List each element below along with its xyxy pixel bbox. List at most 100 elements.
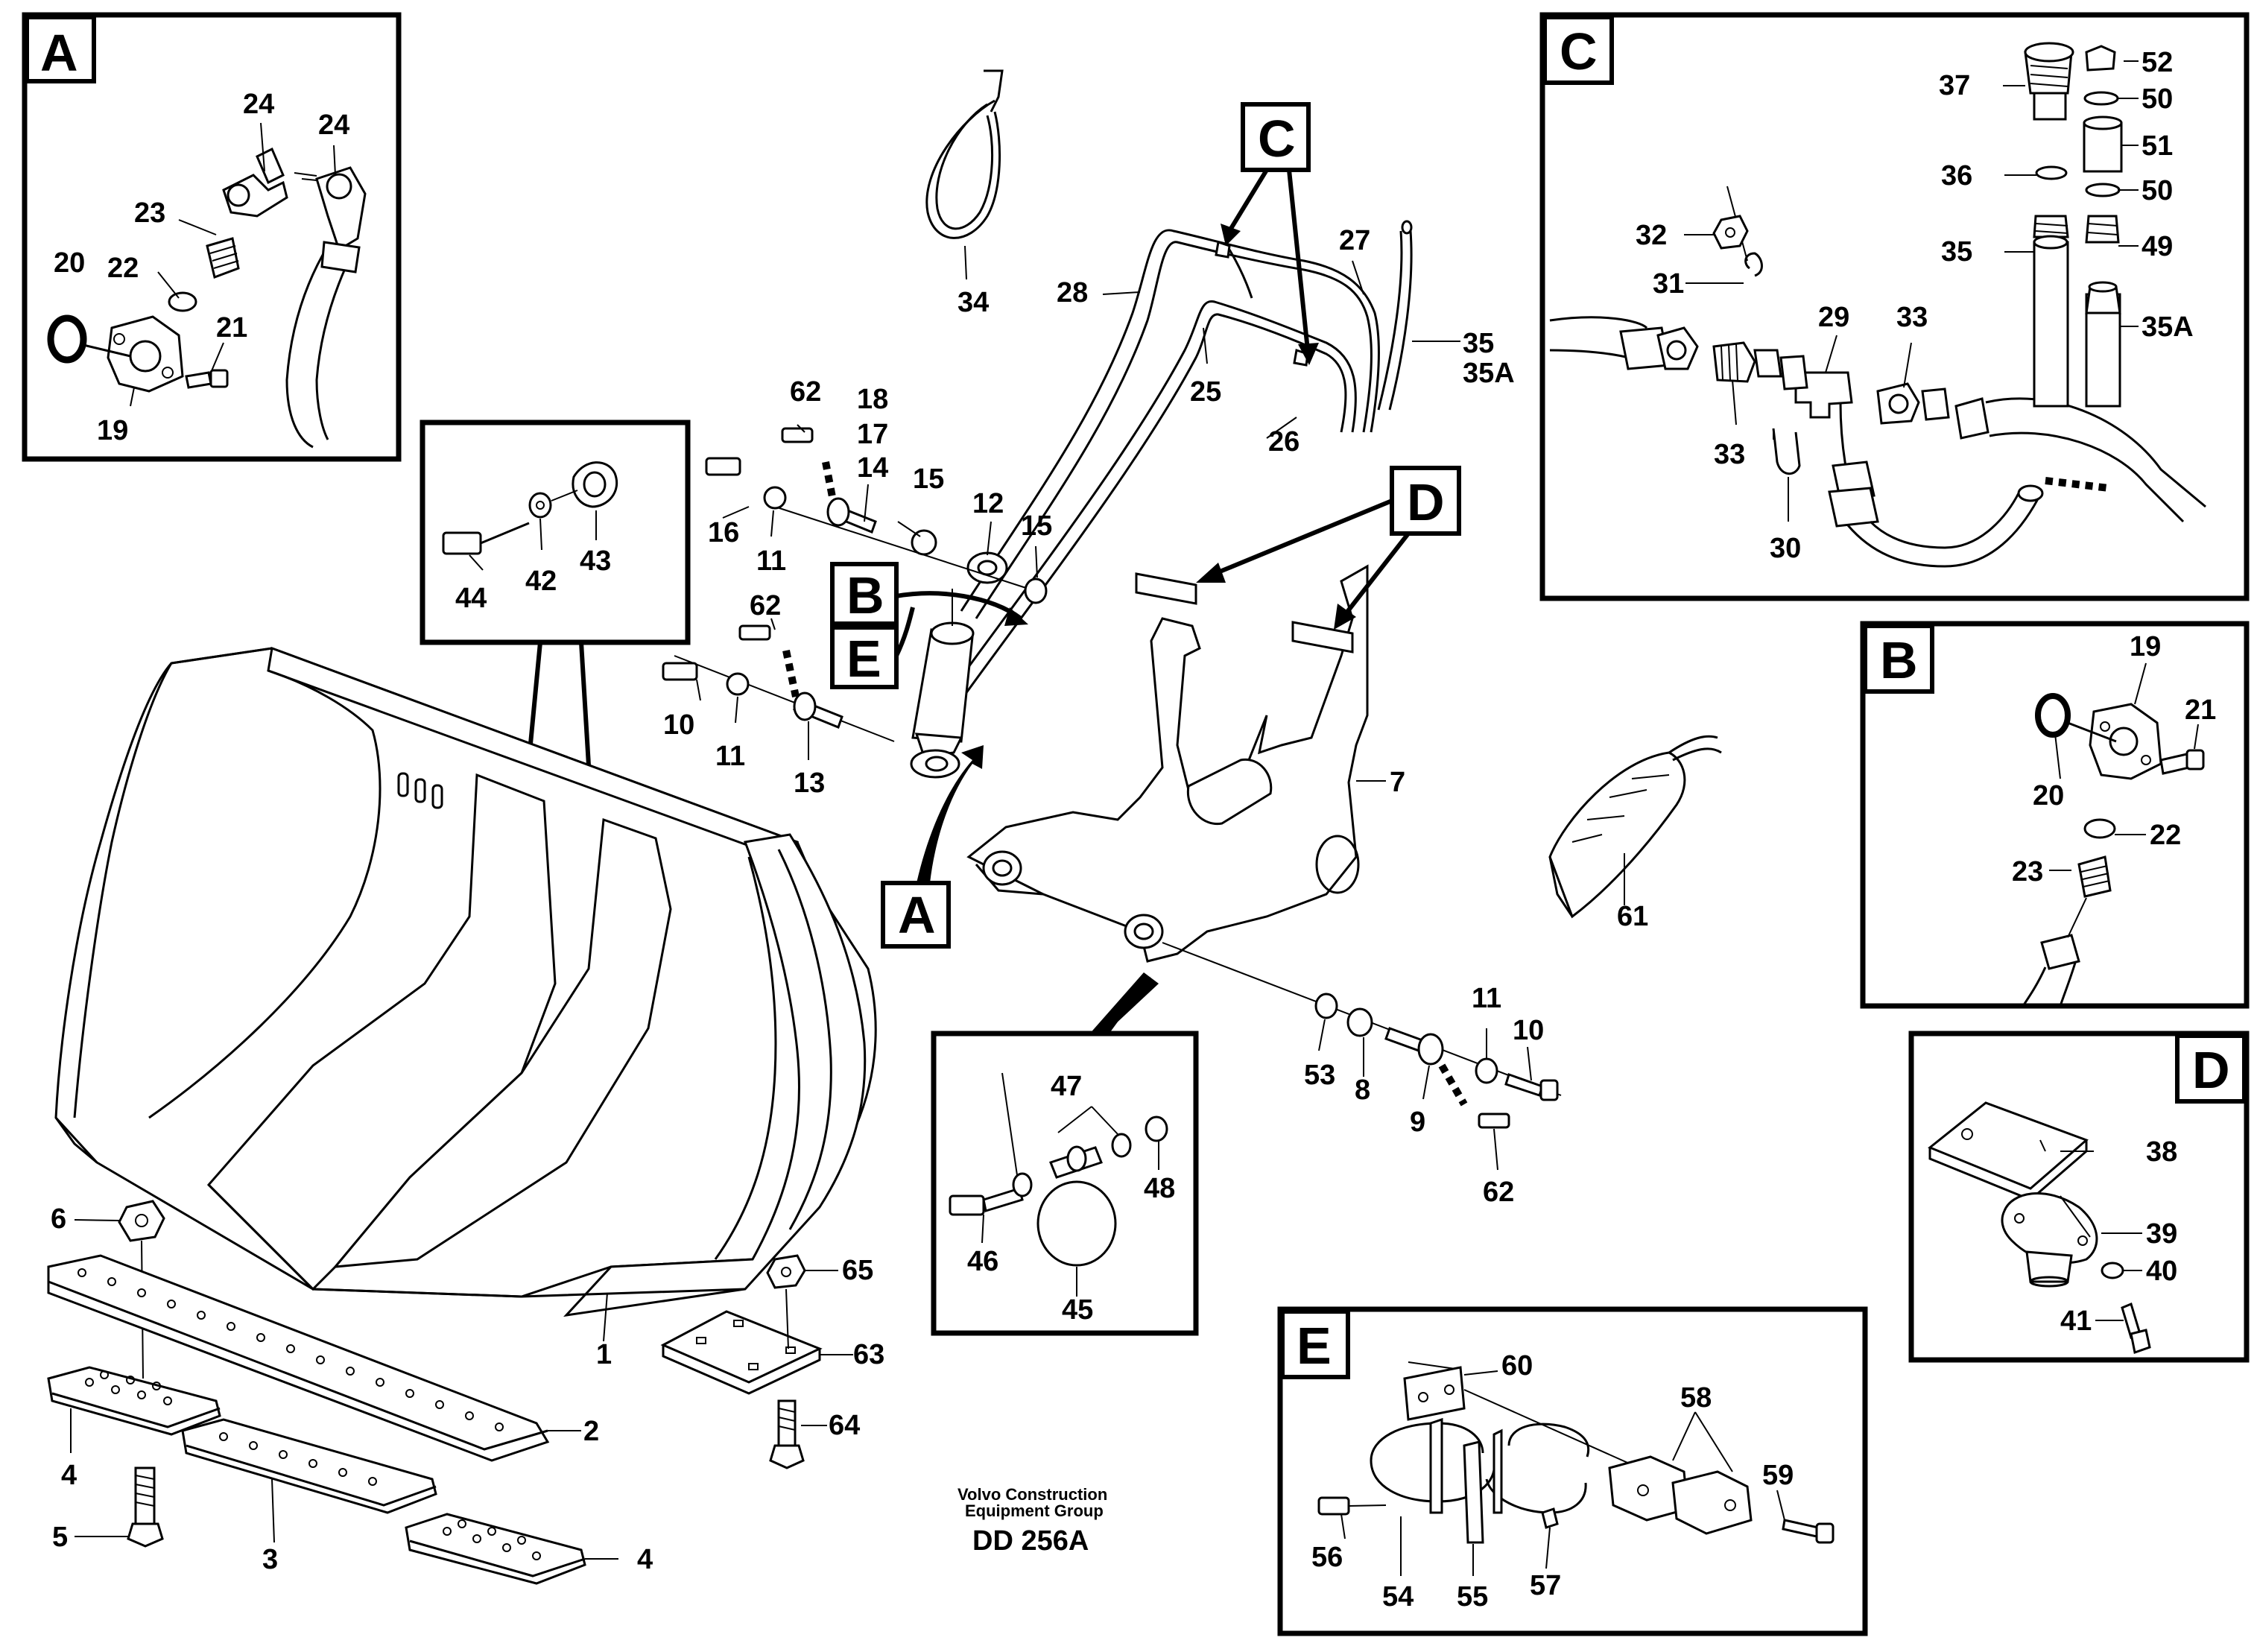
label-13: 13 [794, 768, 825, 799]
box-a-label-20: 20 [54, 247, 85, 279]
box-a-label-23: 23 [134, 197, 165, 229]
edge-holes [77, 1268, 504, 1431]
box-c-label-35: 35 [1941, 236, 1972, 268]
callout-c-letter: C [1258, 110, 1296, 168]
cutting-edge-drawing [47, 1200, 853, 1585]
callout-e-letter: E [846, 630, 881, 688]
box-c-label-31: 31 [1653, 268, 1684, 300]
label-18: 18 [857, 384, 888, 415]
main-leaders [696, 260, 1625, 1171]
callout-tags: B E A C D [830, 102, 1461, 949]
box-d-label-38: 38 [2146, 1136, 2177, 1168]
label-11b: 11 [715, 741, 745, 772]
box-a-label-24a: 24 [243, 89, 274, 120]
label-34: 34 [957, 287, 989, 318]
detail-box-d-letter: D [2192, 1041, 2230, 1099]
callout-a-letter: A [898, 886, 936, 944]
label-8: 8 [1355, 1075, 1370, 1106]
label-26: 26 [1268, 426, 1300, 458]
label-65: 65 [842, 1255, 873, 1286]
box-a-label-21: 21 [216, 312, 247, 344]
detail-box-45: 47 48 46 45 [931, 972, 1199, 1336]
box-44-label-44: 44 [455, 583, 487, 614]
label-62c: 62 [1483, 1177, 1514, 1208]
drawing-code: DD 256A [972, 1525, 1089, 1557]
box-d-leaders [2060, 1151, 2142, 1321]
box-a-label-24b: 24 [318, 110, 349, 141]
box-c-label-32: 32 [1636, 220, 1667, 251]
box-e-label-56: 56 [1311, 1542, 1343, 1573]
label-14: 14 [857, 452, 888, 484]
box-c-label-30: 30 [1770, 533, 1801, 564]
box-45-label-45: 45 [1062, 1294, 1093, 1326]
box-c-label-51: 51 [2142, 130, 2173, 162]
box-b-leaders [2049, 662, 2199, 871]
label-4a: 4 [61, 1460, 77, 1491]
frame-drawing [662, 69, 1722, 1129]
detail-box-e-letter: E [1297, 1317, 1332, 1375]
box-d-label-41: 41 [2060, 1306, 2092, 1337]
label-64: 64 [829, 1410, 860, 1441]
box-b-label-20: 20 [2033, 780, 2064, 811]
detail-box-b: B 19 21 20 22 23 [1860, 621, 2250, 1009]
box-a-leaders [130, 122, 336, 407]
box-e-leaders [1340, 1370, 1785, 1576]
label-35: 35 [1463, 328, 1494, 359]
label-63: 63 [853, 1339, 884, 1370]
label-17: 17 [857, 419, 888, 450]
label-1: 1 [596, 1339, 612, 1370]
box-b-label-23: 23 [2012, 856, 2043, 887]
bucket-drawing [54, 646, 877, 1342]
label-6: 6 [51, 1203, 66, 1235]
detail-box-a: A [22, 12, 402, 462]
box-c-label-35a: 35A [2142, 311, 2194, 343]
box-e-label-60: 60 [1501, 1350, 1533, 1382]
box-e-drawing [1317, 1361, 1835, 1544]
box-b-drawing [2022, 693, 2205, 1007]
label-5: 5 [52, 1522, 68, 1553]
main-part-labels: 34 28 27 25 26 35 35A 62 18 17 14 15 12 … [51, 225, 1648, 1575]
label-25: 25 [1190, 376, 1221, 408]
label-12: 12 [972, 488, 1004, 519]
detail-box-c: C [1539, 12, 2250, 601]
label-10b: 10 [1513, 1015, 1544, 1046]
box-e-label-57: 57 [1530, 1570, 1561, 1601]
label-27: 27 [1339, 225, 1370, 256]
label-11a: 11 [756, 545, 786, 577]
credit-line2: Equipment Group [965, 1501, 1104, 1520]
label-11c: 11 [1472, 983, 1501, 1014]
detail-box-d: D 38 39 40 41 [1908, 1031, 2250, 1363]
detail-box-e: E [1277, 1306, 1868, 1636]
detail-box-c-letter: C [1560, 22, 1598, 80]
box-44-label-42: 42 [525, 566, 557, 597]
box-c-label-33a: 33 [1714, 439, 1745, 470]
box-b-label-22: 22 [2150, 820, 2181, 851]
box-e-label-59: 59 [1762, 1460, 1794, 1491]
label-7: 7 [1390, 767, 1405, 798]
box-44-label-43: 43 [580, 545, 611, 577]
box-45-label-46: 46 [967, 1246, 998, 1277]
label-61: 61 [1617, 901, 1648, 932]
detail-box-b-letter: B [1880, 631, 1918, 689]
box-e-label-55: 55 [1457, 1581, 1488, 1613]
label-16: 16 [708, 517, 739, 548]
credit-line1: Volvo Construction [957, 1485, 1107, 1504]
box-a-label-22: 22 [107, 253, 139, 284]
box-d-label-39: 39 [2146, 1218, 2177, 1250]
box-c-label-52: 52 [2142, 47, 2173, 78]
box-c-label-37: 37 [1939, 70, 1970, 101]
label-4b: 4 [637, 1544, 653, 1575]
box-b-label-21: 21 [2185, 694, 2216, 726]
callout-b-letter: B [846, 566, 884, 624]
label-10a: 10 [663, 709, 694, 741]
label-3: 3 [262, 1544, 278, 1575]
box-c-leaders [1684, 60, 2139, 522]
box-c-label-49: 49 [2142, 231, 2173, 262]
box-e-label-58: 58 [1680, 1382, 1712, 1414]
box-c-label-50b: 50 [2142, 175, 2173, 206]
label-2: 2 [583, 1416, 599, 1447]
label-15b: 15 [1021, 510, 1052, 542]
box-a-label-19: 19 [97, 415, 128, 446]
label-28: 28 [1057, 277, 1088, 308]
